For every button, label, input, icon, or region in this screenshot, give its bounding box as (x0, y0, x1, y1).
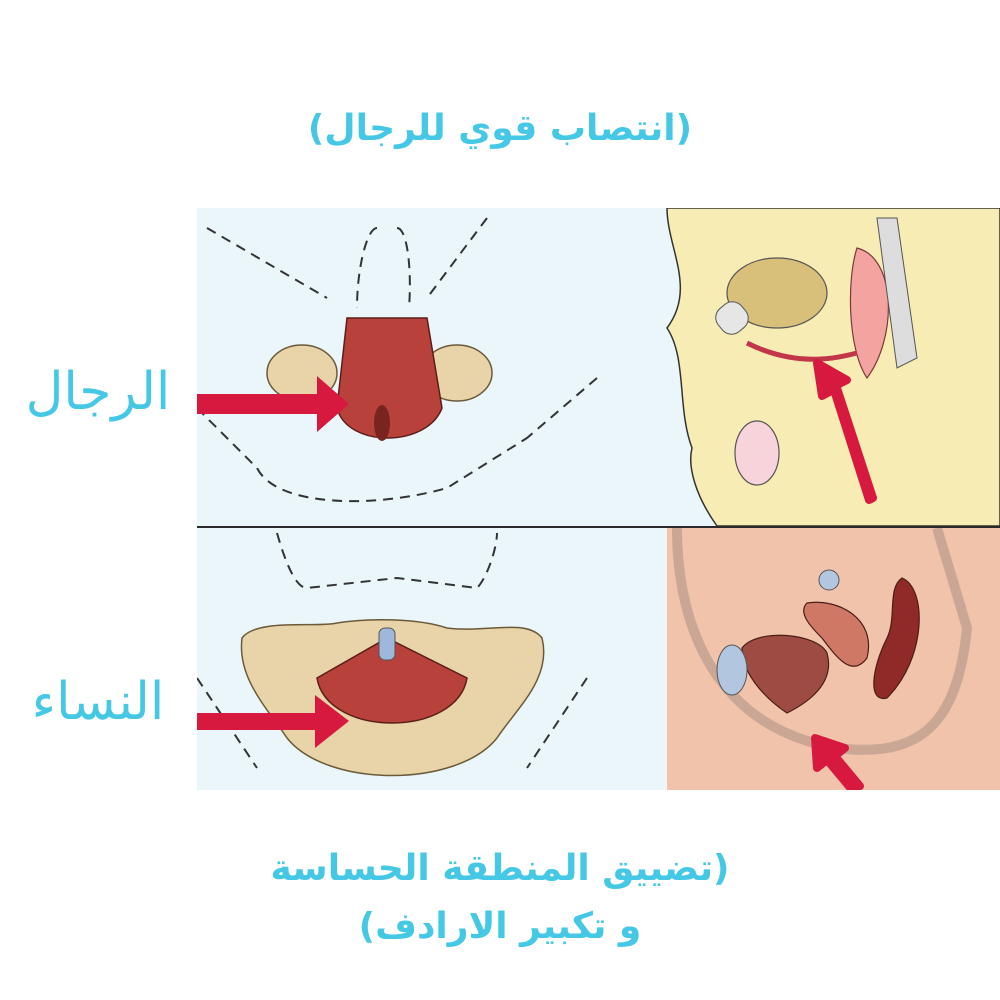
female-pelvic-floor-front-view (197, 532, 588, 777)
women-label: النساء (31, 672, 165, 732)
footer-line-2: و تكبير الارادف) (358, 906, 642, 947)
page-title: (انتصاب قوي للرجال) (307, 108, 693, 149)
male-pelvis-side-section (666, 208, 1000, 527)
arrows (197, 359, 877, 790)
footer-line-1: (تضييق المنطقة الحساسة (270, 848, 730, 889)
men-label: الرجال (25, 362, 171, 422)
panel-divider (197, 526, 1000, 528)
arrow-male-side (813, 359, 877, 504)
arrow-female-side (811, 734, 864, 790)
arrow-female-front (197, 695, 349, 748)
anatomy-illustration (197, 208, 1000, 790)
male-pelvic-floor-front-view (197, 217, 598, 503)
arrow-male-front (197, 376, 349, 432)
female-pelvis-side-section (667, 526, 1000, 790)
